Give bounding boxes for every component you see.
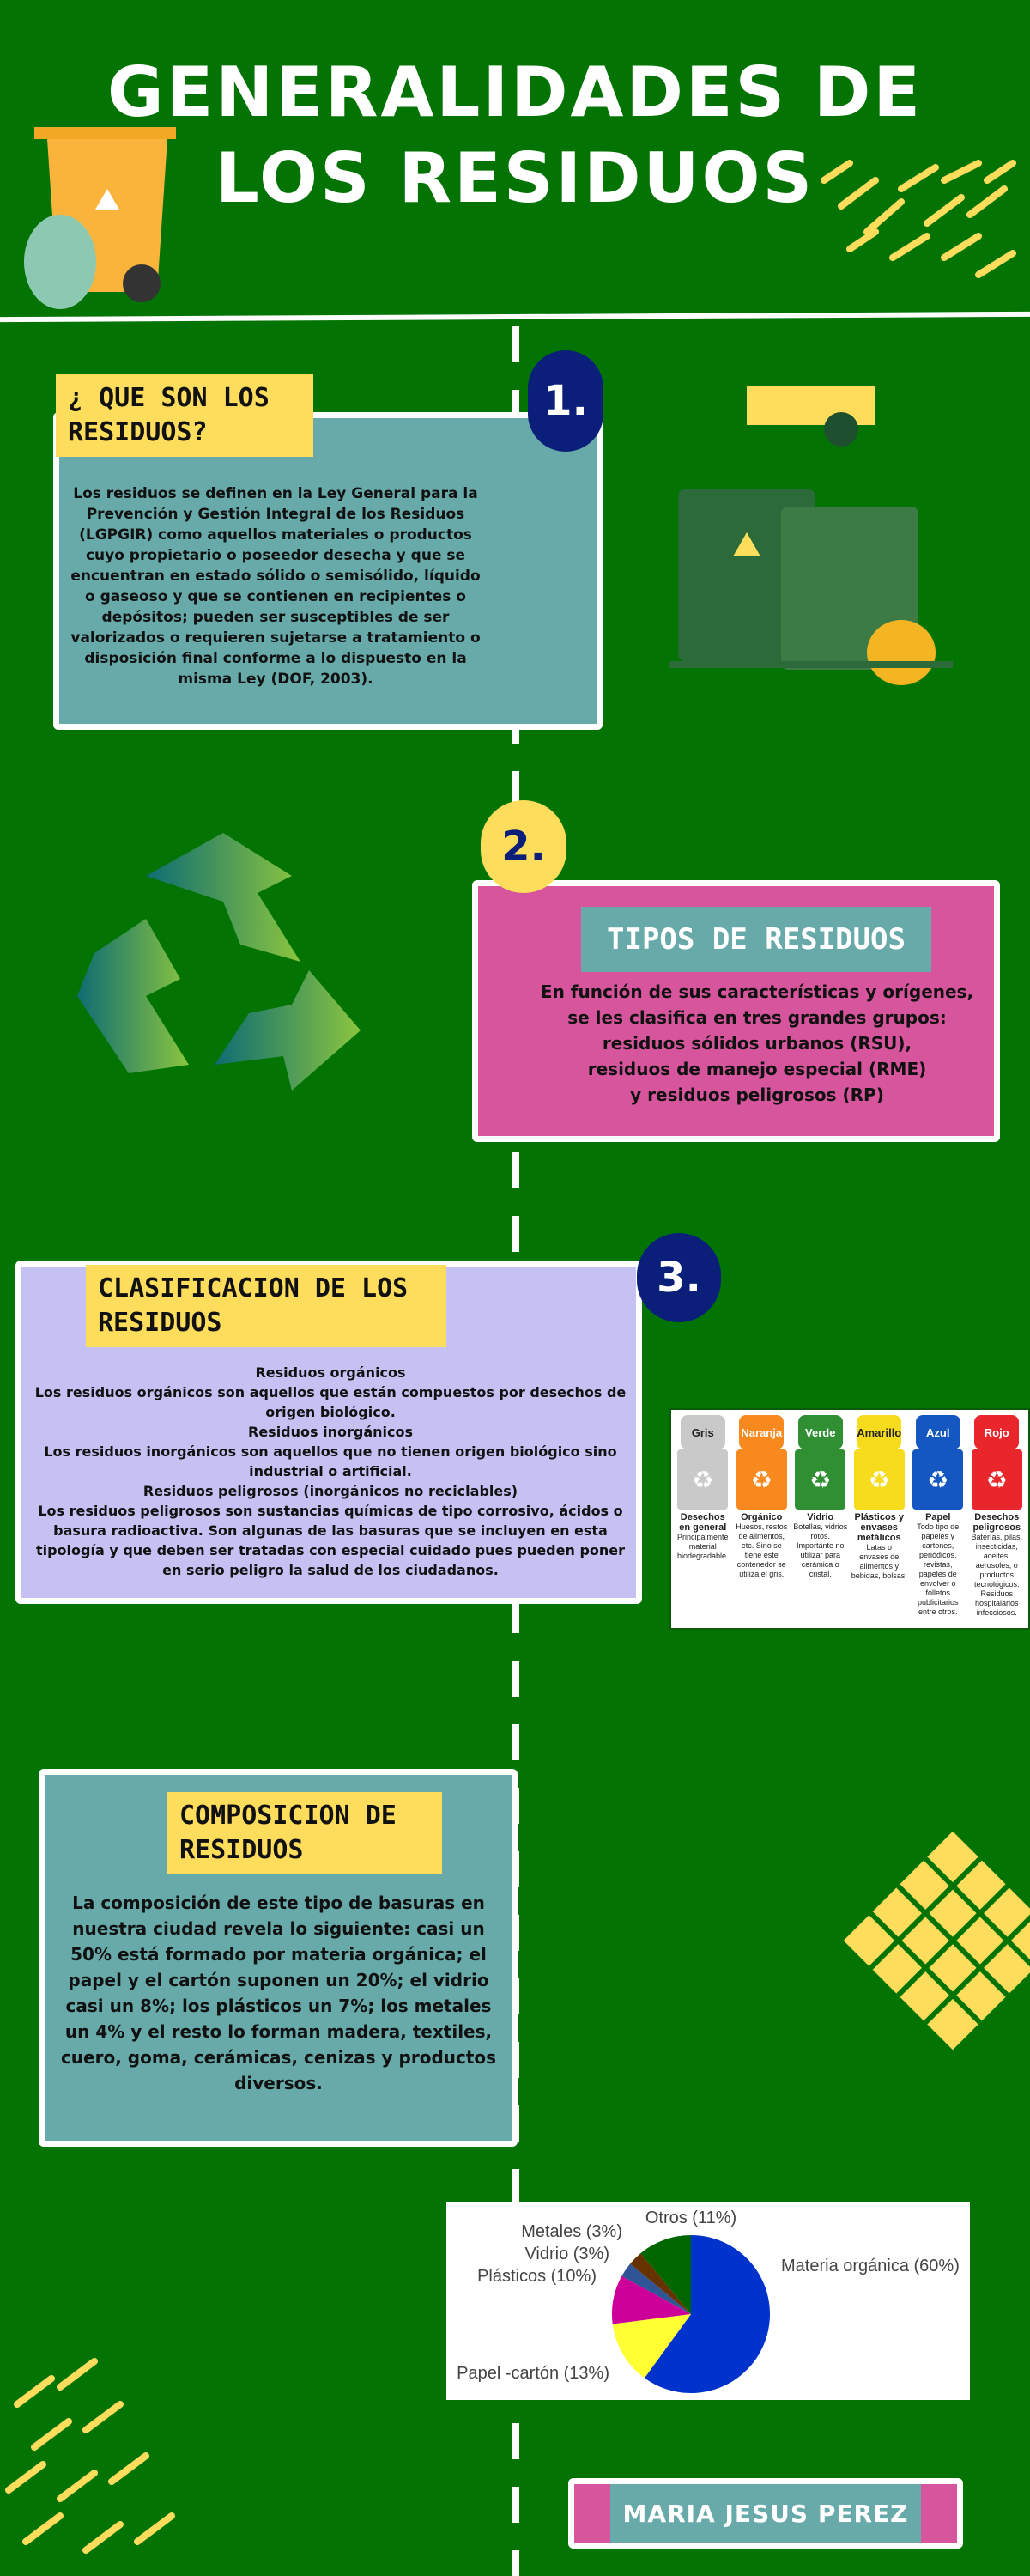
section2-body: En función de sus características y oríg… bbox=[521, 979, 993, 1108]
bin-naranja: Naranja ♻ Orgánico Huesos, restos de ali… bbox=[734, 1415, 791, 1625]
trash-bin-illustration bbox=[24, 127, 176, 309]
section3-heading-organic: Residuos orgánicos bbox=[255, 1364, 406, 1381]
pie-slice bbox=[644, 2235, 770, 2393]
pie-label: Metales (3%) bbox=[521, 2222, 622, 2241]
section3-heading-hazardous: Residuos peligrosos (inorgánicos no reci… bbox=[142, 1483, 518, 1499]
recycle-symbol-icon: ♻ bbox=[677, 1449, 729, 1510]
section3-text: Los residuos inorgánicos son aquellos qu… bbox=[44, 1443, 617, 1479]
yellow-grid-decoration bbox=[843, 1831, 1030, 2050]
section2-line: residuos sólidos urbanos (RSU), bbox=[602, 1033, 912, 1054]
section2-line: se les clasifica en tres grandes grupos: bbox=[567, 1007, 947, 1028]
section2-number-badge: 2. bbox=[481, 800, 566, 893]
section3-title: CLASIFICACION DE LOS RESIDUOS bbox=[86, 1265, 446, 1347]
author-box: MARIA JESUS PEREZ bbox=[568, 2478, 963, 2549]
composition-pie-chart: Materia orgánica (60%) Papel -cartón (13%… bbox=[446, 2202, 970, 2400]
pie-slice bbox=[630, 2253, 691, 2314]
section2-line: y residuos peligrosos (RP) bbox=[630, 1084, 884, 1105]
bin-azul: Azul ♻ Papel Todo tipo de papeles y cart… bbox=[910, 1415, 966, 1625]
section4-title: COMPOSICION DE RESIDUOS bbox=[167, 1792, 442, 1874]
bin-category: Papel bbox=[925, 1512, 951, 1522]
section1-number-badge: 1. bbox=[528, 350, 603, 452]
page-title-line2: LOS RESIDUOS bbox=[215, 138, 815, 218]
section2-line: En función de sus características y oríg… bbox=[540, 981, 974, 1002]
header-divider bbox=[0, 311, 1030, 323]
bin-color-label: Amarillo bbox=[857, 1415, 902, 1449]
yellow-scribble-decoration-bottom bbox=[5, 2358, 175, 2554]
bin-color-label: Verde bbox=[797, 1415, 843, 1449]
bin-verde: Verde ♻ Vidrio Botellas, vidrios rotos. … bbox=[792, 1415, 849, 1625]
bin-description: Botellas, vidrios rotos. Importante no u… bbox=[793, 1522, 848, 1578]
pie-slice bbox=[612, 2275, 691, 2324]
pie-slice bbox=[640, 2235, 691, 2314]
page-title-line1: GENERALIDADES DE bbox=[106, 52, 924, 132]
bin-description: Principalmente material biodegradable. bbox=[676, 1533, 729, 1560]
bin-category: Desechos peligrosos bbox=[972, 1512, 1021, 1533]
pie-slice bbox=[612, 2314, 691, 2379]
section1-title: ¿ QUE SON LOS RESIDUOS? bbox=[56, 374, 313, 457]
section1-body: Los residuos se definen en la Ley Genera… bbox=[70, 485, 481, 688]
bin-description: Baterías, pilas, insecticidas, aceites, … bbox=[971, 1533, 1023, 1617]
bin-color-label: Gris bbox=[680, 1415, 725, 1449]
pie-label: Vidrio (3%) bbox=[524, 2245, 609, 2263]
section3-number-badge: 3. bbox=[637, 1233, 721, 1322]
pie-label: Papel -cartón (13%) bbox=[457, 2364, 609, 2383]
bin-color-label: Rojo bbox=[974, 1415, 1020, 1449]
recycle-symbol-icon: ♻ bbox=[853, 1449, 905, 1510]
pie-label: Plásticos (10%) bbox=[477, 2267, 597, 2286]
bin-amarillo: Amarillo ♻ Plásticos y envases metálicos… bbox=[851, 1415, 908, 1625]
recycle-symbol-icon: ♻ bbox=[795, 1449, 846, 1510]
section2-title: TIPOS DE RESIDUOS bbox=[581, 907, 931, 972]
pie-slice bbox=[621, 2263, 691, 2314]
section3-text: Los residuos peligrosos son sustancias q… bbox=[35, 1503, 626, 1578]
recycling-bins-image: Gris ♻ Desechos en general Principalment… bbox=[670, 1408, 1030, 1630]
recycle-symbol-icon: ♻ bbox=[736, 1449, 787, 1510]
section3-text: Los residuos orgánicos son aquellos que … bbox=[34, 1384, 627, 1420]
bin-description: Latas o envases de alimentos y bebidas, … bbox=[851, 1543, 907, 1580]
bin-description: Todo tipo de papeles y cartones, periódi… bbox=[917, 1522, 960, 1616]
section2-card: TIPOS DE RESIDUOS En función de sus cara… bbox=[472, 880, 1000, 1142]
bin-category: Desechos en general bbox=[679, 1512, 727, 1533]
section4-body: La composición de este tipo de basuras e… bbox=[60, 1893, 497, 2093]
recycle-icon bbox=[77, 833, 360, 1091]
section3-heading-inorganic: Residuos inorgánicos bbox=[248, 1424, 413, 1440]
author-name: MARIA JESUS PEREZ bbox=[610, 2484, 921, 2543]
section3-body: Residuos orgánicos Los residuos orgánico… bbox=[34, 1363, 627, 1580]
recycle-symbol-icon: ♻ bbox=[912, 1449, 964, 1510]
pie-label: Otros (11%) bbox=[645, 2208, 736, 2227]
section2-line: residuos de manejo especial (RME) bbox=[587, 1059, 927, 1079]
bin-description: Huesos, restos de alimentos, etc. Sino s… bbox=[736, 1522, 788, 1578]
section1-card: Los residuos se definen en la Ley Genera… bbox=[53, 412, 603, 730]
waste-worker-illustration bbox=[670, 386, 953, 685]
recycle-symbol-icon: ♻ bbox=[971, 1449, 1022, 1510]
bin-color-label: Naranja bbox=[739, 1415, 785, 1449]
bin-category: Vidrio bbox=[807, 1512, 834, 1522]
bin-category: Plásticos y envases metálicos bbox=[854, 1512, 904, 1543]
pie-label: Materia orgánica (60%) bbox=[781, 2257, 960, 2275]
bin-gris: Gris ♻ Desechos en general Principalment… bbox=[675, 1415, 731, 1625]
bin-color-label: Azul bbox=[915, 1415, 960, 1449]
bin-rojo: Rojo ♻ Desechos peligrosos Baterías, pil… bbox=[969, 1415, 1026, 1625]
yellow-scribble-decoration bbox=[821, 160, 1016, 278]
bin-category: Orgánico bbox=[741, 1512, 783, 1522]
